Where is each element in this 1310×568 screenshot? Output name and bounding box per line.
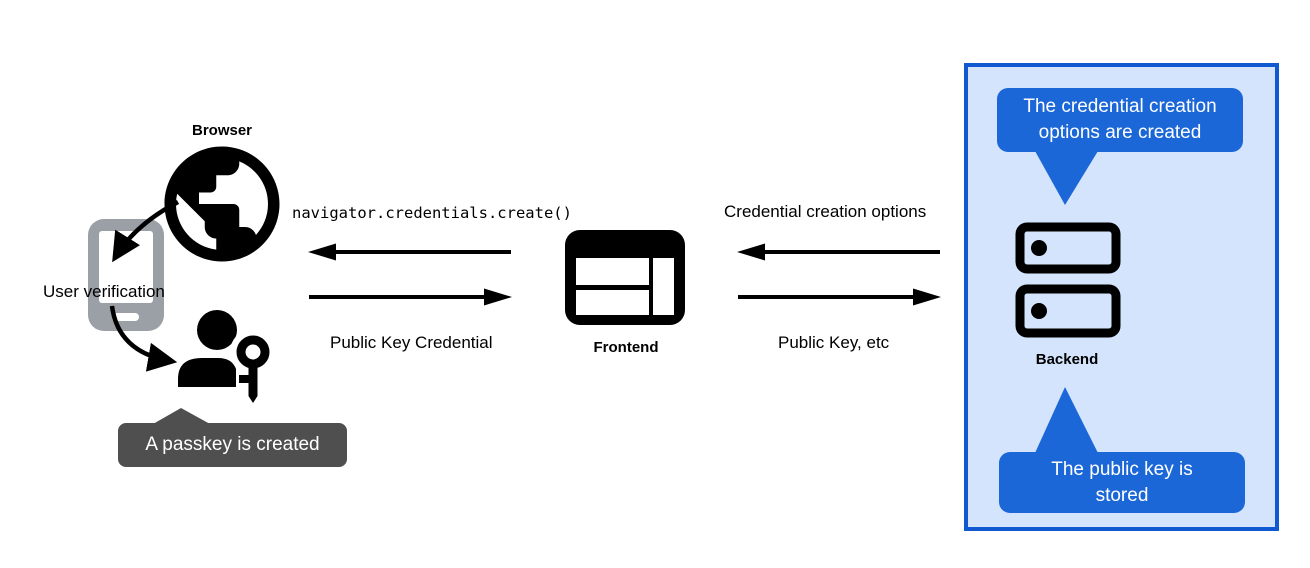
options-created-tooltip-text: The credential creation options are crea… (1023, 96, 1217, 143)
tooltip-pointer-down (1035, 151, 1098, 205)
options-created-tooltip: The credential creation options are crea… (997, 88, 1243, 205)
person-body (178, 358, 236, 387)
tooltip-pointer-up (153, 408, 210, 424)
public-key-etc-label: Public Key, etc (778, 333, 890, 352)
public-key-stored-tooltip-text: The public key is stored (1051, 458, 1193, 506)
create-call-label: navigator.credentials.create() (292, 204, 572, 222)
tooltip-pointer-up (1035, 387, 1098, 453)
credential-creation-options-label: Credential creation options (724, 202, 927, 221)
browser-window-icon (565, 230, 685, 325)
browser-label: Browser (191, 122, 253, 139)
person-with-key-icon (178, 310, 276, 403)
user-verification-label: User verification (43, 282, 165, 301)
public-key-credential-label: Public Key Credential (330, 333, 493, 352)
server-stack-icon (1015, 222, 1121, 338)
key-glyph (236, 335, 270, 403)
passkey-created-tooltip-text: A passkey is created (145, 434, 320, 455)
browser-to-frontend-arrow (309, 288, 512, 306)
passkey-created-tooltip: A passkey is created (118, 408, 347, 467)
frontend-label: Frontend (593, 339, 659, 356)
globe-icon (164, 146, 280, 262)
phone-home-slot (113, 313, 139, 321)
frontend-to-backend-arrow (738, 288, 941, 306)
phone-to-user-arrow (109, 305, 178, 372)
backend-label: Backend (1035, 351, 1099, 368)
server-led-dot (1031, 240, 1047, 256)
person-head (197, 310, 237, 350)
backend-to-frontend-arrow (737, 243, 940, 261)
public-key-stored-tooltip: The public key is stored (999, 387, 1245, 513)
server-led-dot (1031, 303, 1047, 319)
frontend-to-browser-arrow (308, 243, 511, 261)
